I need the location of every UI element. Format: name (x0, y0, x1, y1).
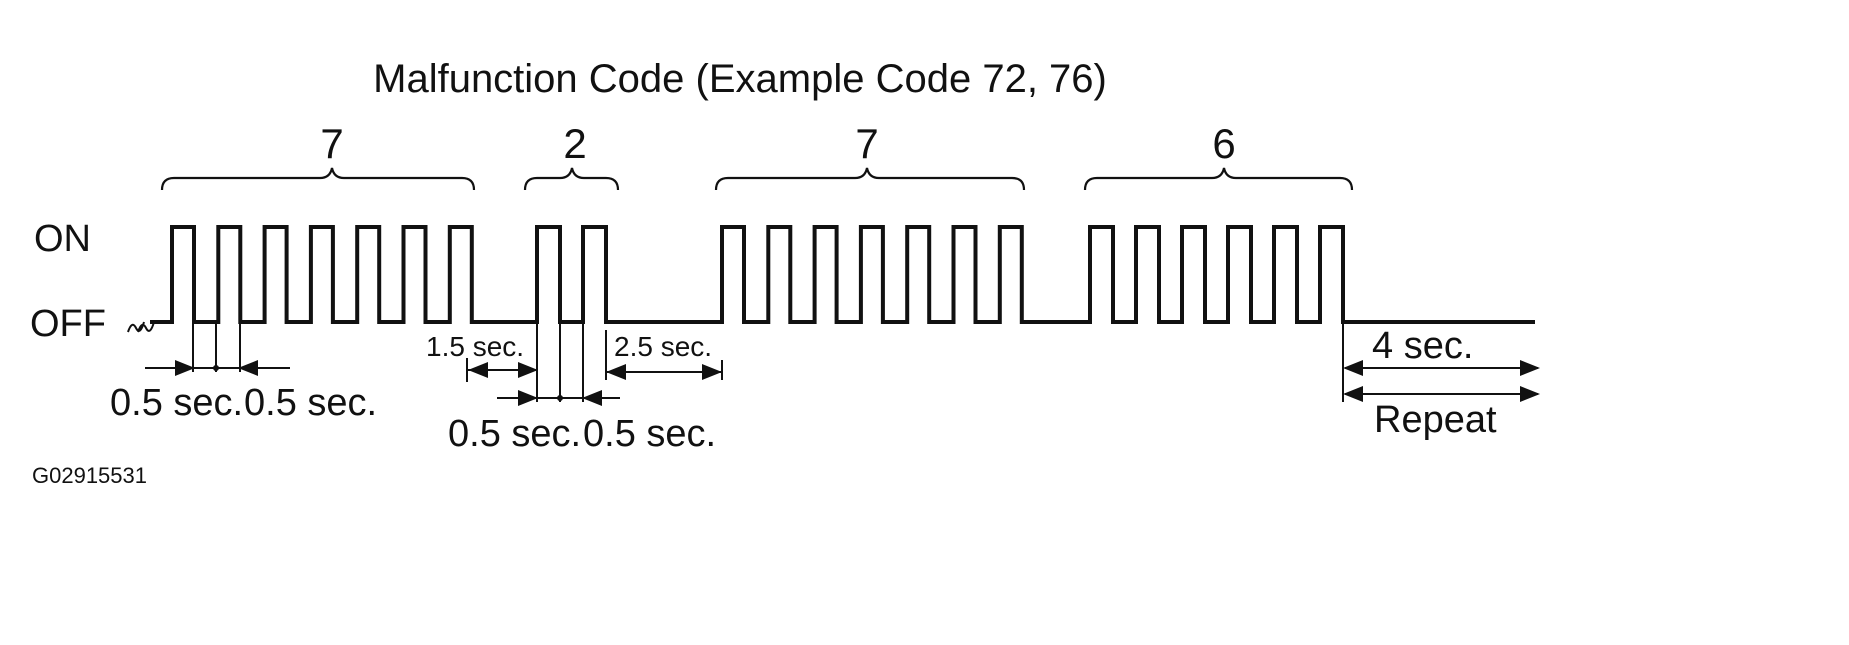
label-pulse-on-1: 0.5 sec. (110, 382, 243, 424)
state-off-label: OFF (30, 303, 106, 345)
digit-label-3: 7 (855, 120, 878, 167)
label-code-gap: 2.5 sec. (614, 331, 712, 362)
brace-digit-3 (714, 167, 1026, 191)
diagram-title: Malfunction Code (Example Code 72, 76) (373, 57, 1107, 101)
label-pulse-off-1: 0.5 sec. (244, 382, 377, 424)
digit-label-4: 6 (1212, 120, 1235, 167)
digit-label-1: 7 (320, 120, 343, 167)
brace-digit-1 (160, 167, 476, 191)
timing-marker-group2 (466, 322, 620, 406)
label-repeat: Repeat (1374, 399, 1497, 441)
figure-reference: G02915531 (32, 463, 147, 488)
digit-label-2: 2 (563, 120, 586, 167)
state-on-label: ON (34, 218, 91, 260)
label-pulse-on-2: 0.5 sec. (448, 413, 581, 455)
brace-digit-4 (1083, 167, 1354, 191)
timing-marker-pause (1342, 322, 1540, 402)
label-digit-gap: 1.5 sec. (426, 331, 524, 362)
brace-digit-2 (523, 167, 620, 191)
break-mark (127, 321, 155, 333)
signal-waveform (150, 225, 1535, 324)
label-pulse-off-2: 0.5 sec. (583, 413, 716, 455)
timing-marker-group1 (145, 322, 290, 376)
label-pause: 4 sec. (1372, 325, 1473, 367)
timing-marker-code-gap (605, 330, 723, 380)
